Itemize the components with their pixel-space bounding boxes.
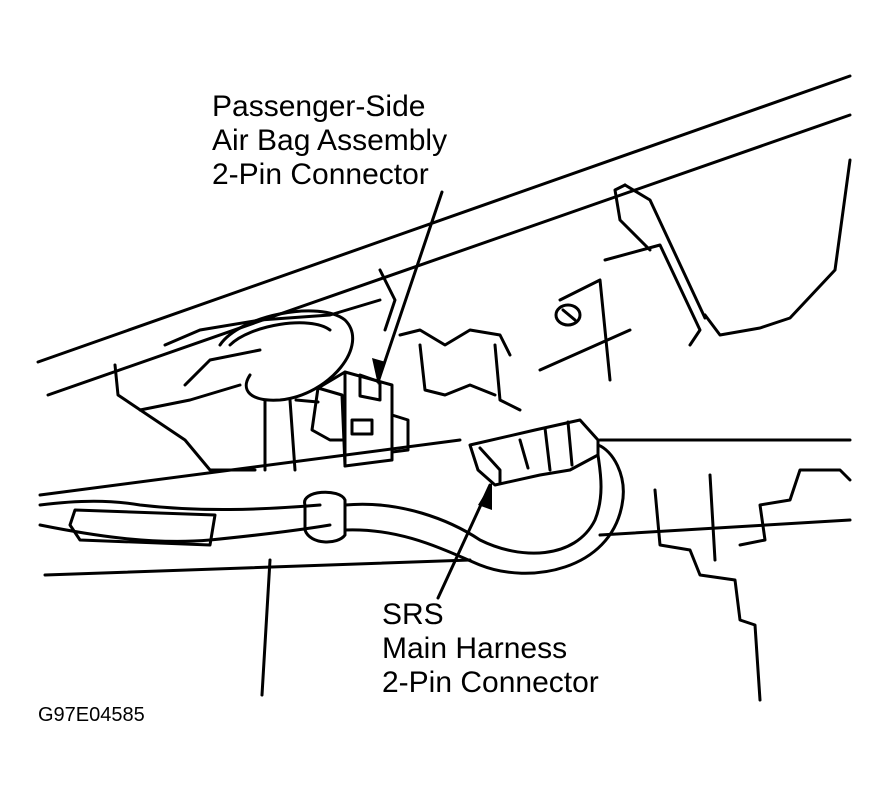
body-panel-right — [653, 468, 852, 702]
callout-line: Air Bag Assembly — [212, 124, 448, 157]
callout-line: 2-Pin Connector — [382, 666, 599, 699]
airbag-connector-callout: Passenger-Side Air Bag Assembly 2-Pin Co… — [212, 90, 447, 192]
callout-line: SRS — [382, 598, 444, 631]
srs-connector-callout: SRS Main Harness 2-Pin Connector — [382, 598, 599, 700]
callout-line: Passenger-Side — [212, 90, 426, 123]
wiring-harness — [38, 443, 625, 575]
wire-loop-clamp — [218, 309, 355, 472]
figure-id: G97E04585 — [38, 704, 145, 726]
upper-dash-panel — [36, 74, 852, 397]
airbag-leader-arrowhead — [372, 358, 386, 385]
callout-line: 2-Pin Connector — [212, 158, 429, 191]
callout-line: Main Harness — [382, 632, 568, 665]
mounting-bracket — [113, 268, 582, 472]
srs-connector-drawing — [468, 418, 600, 487]
lower-rail — [38, 328, 852, 577]
srs-leader-arrowhead — [478, 482, 492, 510]
airbag-connector-drawing — [294, 370, 410, 468]
